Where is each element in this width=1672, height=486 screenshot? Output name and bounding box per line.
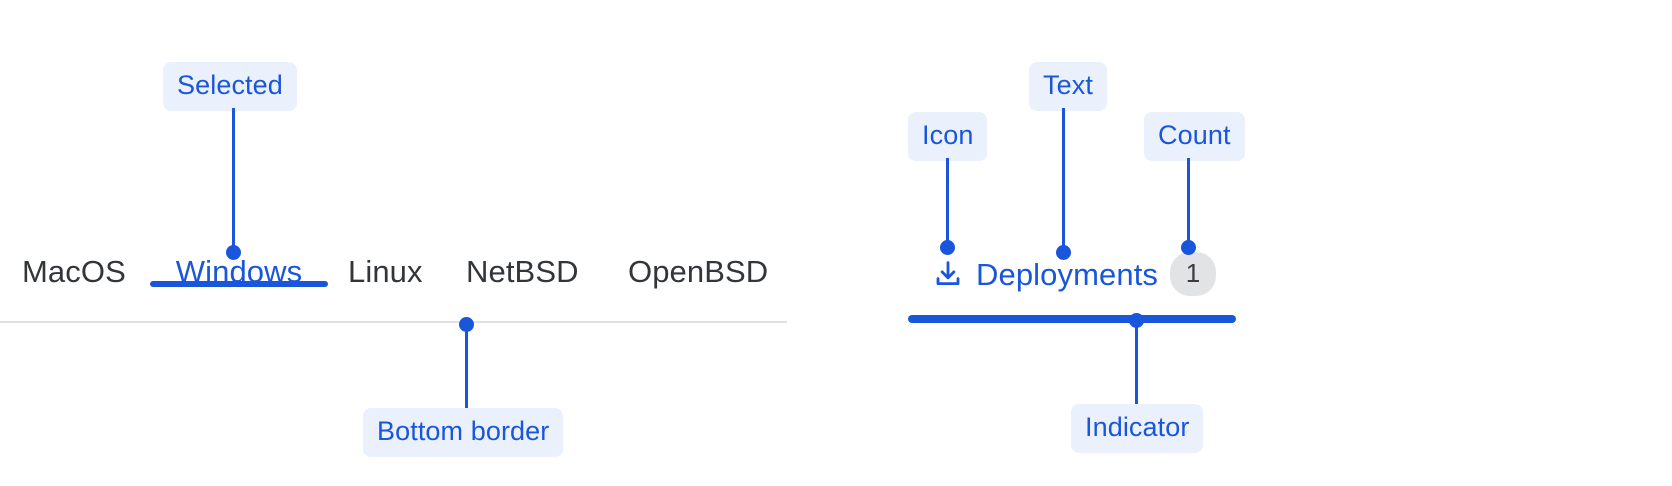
tab-linux[interactable]: Linux xyxy=(348,248,423,287)
tab-bar-basic: MacOS Windows Linux NetBSD OpenBSD xyxy=(0,248,787,324)
annotation-indicator-label: Indicator xyxy=(1071,404,1204,453)
tab-list-item-wrap: Windows xyxy=(150,248,328,322)
annotation-icon-leader xyxy=(946,158,949,250)
tab-list-item-wrap: OpenBSD xyxy=(628,248,768,322)
tab-list-item-wrap: Linux xyxy=(348,248,423,322)
tab-list-item-wrap: NetBSD xyxy=(466,248,579,322)
annotation-bottom-border-label: Bottom border xyxy=(363,408,564,457)
tab-netbsd[interactable]: NetBSD xyxy=(466,248,579,287)
tab-label: OpenBSD xyxy=(628,254,769,289)
count-badge: 1 xyxy=(1170,252,1217,296)
annotation-selected-leader xyxy=(232,108,235,250)
annotation-selected-dot xyxy=(226,245,241,260)
annotation-count-label: Count xyxy=(1144,112,1245,161)
annotation-bottom-border-leader xyxy=(465,325,468,408)
tab-label: NetBSD xyxy=(466,254,579,289)
tab-active-indicator xyxy=(908,315,1236,323)
tab-deployments[interactable]: Deployments 1 xyxy=(932,252,1217,296)
tab-label: MacOS xyxy=(22,254,126,289)
annotation-icon-label: Icon xyxy=(908,112,988,161)
tab-windows[interactable]: Windows xyxy=(150,248,328,287)
annotation-text-label: Text xyxy=(1029,62,1107,111)
tab-openbsd[interactable]: OpenBSD xyxy=(628,248,768,287)
tab-label: Deployments xyxy=(976,256,1159,292)
tab-active-underline xyxy=(150,281,328,287)
annotation-icon-dot xyxy=(940,240,955,255)
tab-label: Linux xyxy=(348,254,423,289)
annotation-selected-label: Selected xyxy=(163,62,297,111)
annotation-indicator-leader xyxy=(1135,321,1138,404)
tab-macos[interactable]: MacOS xyxy=(22,248,126,287)
download-icon xyxy=(936,261,960,285)
tab-deployments-anatomy: Deployments 1 xyxy=(908,248,1238,324)
annotation-count-dot xyxy=(1181,240,1196,255)
annotation-count-leader xyxy=(1187,158,1190,250)
annotation-indicator-dot xyxy=(1129,313,1144,328)
tab-list: MacOS xyxy=(22,248,175,322)
annotation-text-leader xyxy=(1062,108,1065,250)
annotation-text-dot xyxy=(1056,245,1071,260)
annotation-bottom-border-dot xyxy=(459,317,474,332)
tab-bar-bottom-border xyxy=(0,321,787,323)
